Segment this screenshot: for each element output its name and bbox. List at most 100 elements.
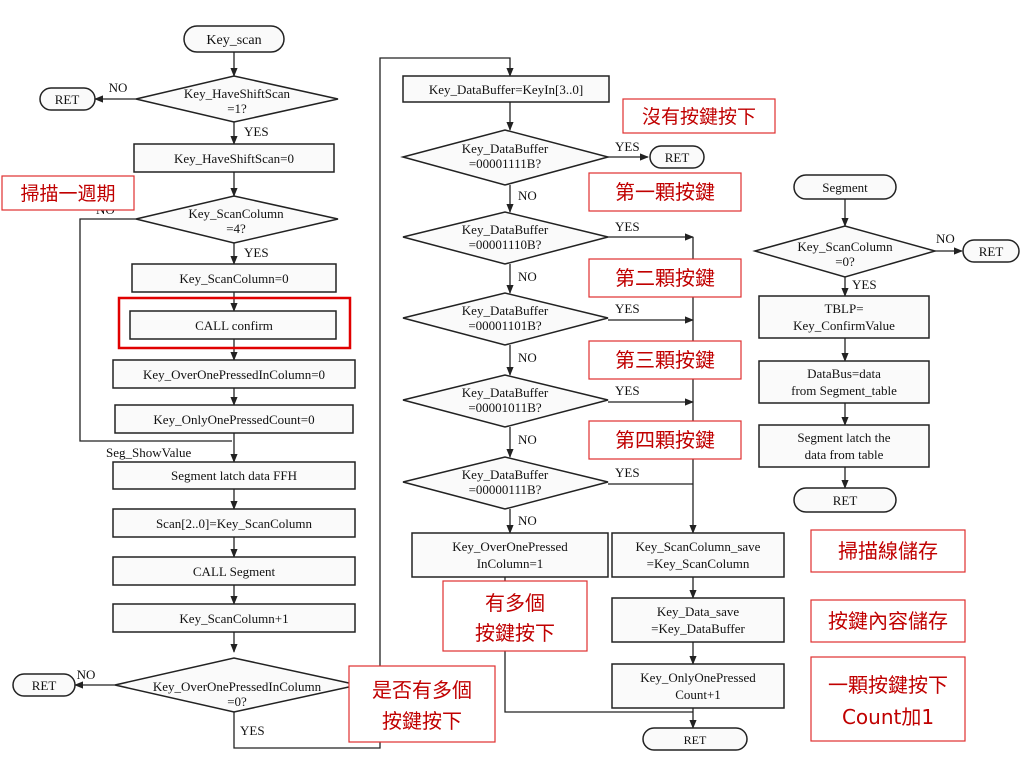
multi-key-note-line1: 有多個	[485, 591, 545, 615]
key-scan-start-terminal	[183, 25, 285, 53]
databus-line1: DataBus=data	[807, 366, 881, 381]
key1-note-text: 第一顆按鍵	[615, 180, 715, 204]
save-line-note	[810, 529, 966, 573]
data-buffer-decision-value: =00001111B?	[469, 156, 542, 171]
call-segment-text: CALL Segment	[193, 564, 276, 579]
data-buffer-decision-value: =00001110B?	[469, 237, 542, 252]
key3-note-text: 第三顆按鍵	[615, 348, 715, 372]
over-one-pressed-set-box	[411, 532, 609, 578]
have-shift-scan-reset-text: Key_HaveShiftScan=0	[174, 151, 294, 166]
have-shift-scan-decision-line1: Key_HaveShiftScan	[184, 86, 291, 101]
segment-start-label: Segment	[822, 180, 868, 195]
scan-cycle-note	[1, 175, 135, 211]
data-save-box	[611, 597, 785, 643]
save-content-note	[810, 599, 966, 643]
no-label: NO	[518, 350, 537, 365]
no-key-note	[622, 98, 776, 134]
data-buffer-decision-value: =00000111B?	[469, 482, 542, 497]
is-multi-key-note-line2: 按鍵按下	[382, 709, 462, 733]
scan-cycle-note-text: 掃描一週期	[20, 183, 115, 205]
data-buffer-decision-title: Key_DataBuffer	[462, 222, 549, 237]
scan-column-save-line2: =Key_ScanColumn	[647, 556, 750, 571]
ret-terminal-bottom	[642, 727, 748, 751]
call-segment-box	[112, 556, 356, 586]
segment-ret-terminal	[793, 487, 897, 513]
yes-label: YES	[615, 301, 640, 316]
over-one-pressed-decision-line2: =0?	[227, 694, 247, 709]
scan-column-4-decision	[135, 195, 339, 244]
key4-note	[588, 420, 742, 460]
no-label: NO	[518, 188, 537, 203]
multi-key-note	[442, 580, 588, 652]
segment-scan-column-line2: =0?	[835, 254, 855, 269]
have-shift-scan-reset-box	[133, 143, 335, 173]
data-buffer-decision-value: =00001101B?	[468, 318, 542, 333]
have-shift-scan-decision-line2: =1?	[227, 101, 247, 116]
segment-latch-line1: Segment latch the	[797, 430, 890, 445]
ret-terminal	[962, 239, 1020, 263]
only-one-pressed-reset-box	[114, 404, 354, 434]
data-save-line1: Key_Data_save	[657, 604, 740, 619]
segment-flow: Segment Key_ScanColumn =0? NO RET YES TB…	[752, 174, 1020, 513]
tblp-box	[758, 295, 930, 339]
data-buffer-decision-title: Key_DataBuffer	[462, 141, 549, 156]
over-one-pressed-reset-text: Key_OverOnePressedInColumn=0	[143, 367, 325, 382]
save-content-note-text: 按鍵內容儲存	[828, 609, 948, 633]
yes-label: YES	[615, 139, 640, 154]
data-buffer-decision-title: Key_DataBuffer	[462, 385, 549, 400]
left-flow: Key_scan RET NO Key_HaveShiftScan =1? YE…	[12, 25, 514, 749]
no-label: NO	[109, 80, 128, 95]
segment-scan-column-line1: Key_ScanColumn	[797, 239, 893, 254]
no-label: NO	[518, 269, 537, 284]
ret-label: RET	[55, 92, 80, 107]
no-label: NO	[518, 513, 537, 528]
key1-note	[588, 172, 742, 212]
data-buffer-input-box	[402, 75, 610, 103]
key2-note-text: 第二顆按鍵	[615, 266, 715, 290]
over-one-pressed-set-line2: InColumn=1	[477, 556, 544, 571]
yes-label: YES	[240, 723, 265, 738]
key-scan-start-label: Key_scan	[206, 33, 261, 48]
yes-label: YES	[615, 383, 640, 398]
data-buffer-decision-3	[402, 292, 609, 346]
no-label: NO	[936, 231, 955, 246]
segment-latch-ffh-text: Segment latch data FFH	[171, 468, 297, 483]
scan-column-save-line1: Key_ScanColumn_save	[636, 539, 761, 554]
ret-terminal	[39, 87, 96, 111]
ret-label: RET	[665, 150, 690, 165]
scan-column-increment-text: Key_ScanColumn+1	[179, 611, 288, 626]
no-key-note-text: 沒有按鍵按下	[642, 106, 756, 128]
segment-latch-line2: data from table	[805, 447, 884, 462]
only-one-count-box	[611, 663, 785, 709]
multi-key-note-line2: 按鍵按下	[475, 621, 555, 645]
databus-line2: from Segment_table	[791, 383, 897, 398]
ret-terminal	[649, 145, 705, 169]
scan-column-reset-text: Key_ScanColumn=0	[179, 271, 288, 286]
over-one-pressed-set-line1: Key_OverOnePressed	[452, 539, 568, 554]
only-one-pressed-reset-text: Key_OnlyOnePressedCount=0	[153, 412, 314, 427]
only-one-count-line1: Key_OnlyOnePressed	[640, 670, 756, 685]
scan-assign-text: Scan[2..0]=Key_ScanColumn	[156, 516, 313, 531]
ret-terminal	[12, 673, 76, 697]
data-buffer-decision-value: =00001011B?	[468, 400, 542, 415]
seg-show-value-label: Seg_ShowValue	[106, 445, 191, 460]
over-one-pressed-decision-line1: Key_OverOnePressedInColumn	[153, 679, 322, 694]
data-buffer-decision-title: Key_DataBuffer	[462, 303, 549, 318]
yes-label: YES	[244, 124, 269, 139]
tblp-line2: Key_ConfirmValue	[793, 318, 895, 333]
scan-column-4-decision-line2: =4?	[226, 221, 246, 236]
ret-label: RET	[32, 678, 57, 693]
middle-flow: Key_DataBuffer=KeyIn[3..0] Key_DataBuffe…	[400, 75, 785, 751]
one-key-note-line1: 一顆按鍵按下	[828, 673, 948, 697]
data-buffer-input-text: Key_DataBuffer=KeyIn[3..0]	[429, 82, 583, 97]
scan-column-save-box	[611, 532, 785, 578]
have-shift-scan-decision	[135, 75, 339, 123]
scan-column-reset-box	[131, 263, 337, 293]
no-label: NO	[518, 432, 537, 447]
ret-label: RET	[684, 733, 707, 747]
data-buffer-decision-title: Key_DataBuffer	[462, 467, 549, 482]
over-one-pressed-reset-box	[112, 359, 356, 389]
data-save-line2: =Key_DataBuffer	[651, 621, 745, 636]
segment-latch-ffh-box	[112, 461, 356, 490]
